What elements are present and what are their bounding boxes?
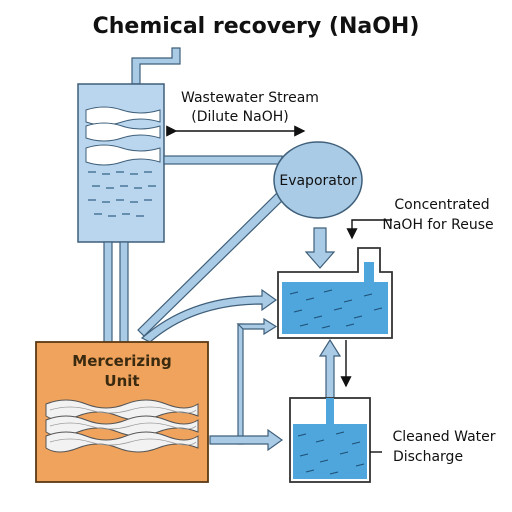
pipe-elbow-vertical [237, 323, 244, 445]
recovery-tank [277, 247, 393, 339]
pipe-down-1 [103, 241, 113, 343]
concentrated-pointer [346, 219, 392, 240]
flow-to-cleaned-tank [209, 428, 284, 452]
pipe-down-2 [119, 241, 129, 343]
evaporator-down-arrow [304, 227, 336, 269]
concentrated-label-line2: NaOH for Reuse [382, 217, 493, 233]
cleaned-label-line2: Discharge [393, 449, 463, 465]
diagram-title: Chemical recovery (NaOH) [93, 14, 420, 39]
cleaned-water-tank [289, 397, 371, 483]
wastewater-label-line1: Wastewater Stream [181, 90, 319, 106]
flow-into-recovery-tank [140, 288, 278, 343]
feed-tank [77, 83, 165, 243]
pipe-elbow-arrow [236, 317, 278, 336]
inlet-pipe [131, 47, 181, 85]
mercerizing-unit: Mercerizing Unit [35, 341, 209, 483]
evaporator-label: Evaporator [279, 173, 357, 189]
cleaned-label-line1: Cleaned Water [392, 429, 495, 445]
upflow-arrow [318, 338, 342, 399]
wastewater-label-line2: (Dilute NaOH) [191, 109, 289, 125]
mercerizing-label-line2: Unit [104, 372, 139, 390]
pipe-tank-to-evaporator [163, 155, 283, 165]
mercerizing-label-line1: Mercerizing [72, 352, 171, 370]
concentrated-label-line1: Concentrated [394, 197, 489, 213]
evaporator [273, 141, 363, 219]
